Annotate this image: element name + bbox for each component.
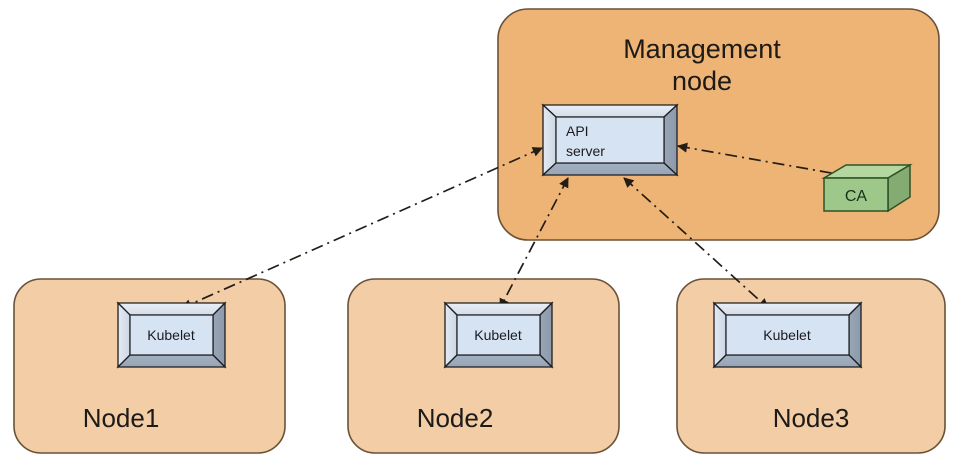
node1-kubelet-bevel-bottom [116, 354, 227, 368]
node2-kubelet-label: Kubelet [474, 327, 522, 343]
node2-kubelet-box[interactable]: Kubelet [443, 301, 554, 369]
node3-kubelet-box[interactable]: Kubelet [712, 301, 863, 369]
api-server-face [555, 116, 665, 164]
node1-label: Node1 [83, 403, 160, 433]
api-server-bevel-bottom [541, 162, 679, 176]
api-server-bevel-top [541, 104, 679, 118]
node1-kubelet-bevel-top [116, 302, 227, 316]
node3-kubelet-label: Kubelet [763, 327, 811, 343]
node3-kubelet-bevel-bottom [712, 354, 863, 368]
connector-api-to-kubelet1[interactable] [181, 147, 543, 309]
node1-kubelet-box[interactable]: Kubelet [116, 301, 227, 369]
connector-api-to-kubelet2[interactable] [499, 177, 569, 309]
connector-api-to-ca[interactable] [676, 142, 856, 181]
api-server-label-line1: API [566, 123, 589, 139]
ca-box[interactable]: CA [821, 163, 913, 213]
connector-api-to-kubelet3[interactable] [623, 177, 769, 309]
node2-kubelet-face [456, 314, 541, 356]
api-server-box[interactable]: API server [541, 103, 679, 177]
api-server-label-line2: server [566, 143, 605, 159]
node2-kubelet-bevel-top [443, 302, 554, 316]
ca-box-front-face [823, 177, 889, 212]
node1-kubelet-label: Kubelet [147, 327, 195, 343]
management-node-label-line1: Management [623, 34, 781, 64]
node2-kubelet-bevel-bottom [443, 354, 554, 368]
node3-kubelet-bevel-top [712, 302, 863, 316]
ca-label: CA [845, 188, 868, 205]
node1-kubelet-face [129, 314, 214, 356]
management-node-label-line2: node [672, 66, 732, 96]
node2-label: Node2 [417, 403, 494, 433]
node3-kubelet-face [725, 314, 850, 356]
connectors-group [181, 142, 856, 309]
node3-label: Node3 [773, 403, 850, 433]
